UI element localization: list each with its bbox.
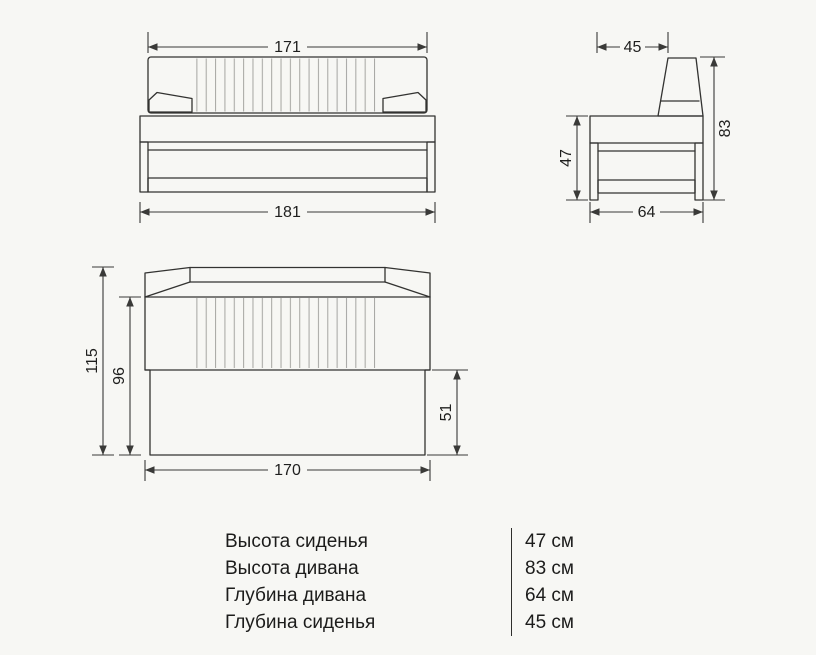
front-backrest xyxy=(147,56,428,114)
dim-seat-height-label: 47 xyxy=(558,149,575,167)
side-seat xyxy=(589,115,704,144)
spec-label-seat-depth: Глубина сиденья xyxy=(225,612,376,633)
dim-total-depth-plan: 115 xyxy=(84,266,114,456)
spec-table-labels: Высота сиденья Высота дивана Глубина див… xyxy=(225,528,511,636)
side-view: 45 47 83 64 xyxy=(558,32,734,223)
dim-backrest-width: 171 xyxy=(147,32,428,56)
front-armrest-right xyxy=(382,91,427,113)
dim-total-depth: 64 xyxy=(589,202,704,223)
dim-inner-depth-label: 96 xyxy=(111,367,128,385)
side-base-rail xyxy=(597,179,696,194)
front-seat xyxy=(139,115,436,143)
spec-value-seat-depth: 45 см xyxy=(525,612,574,633)
front-view: 171 181 xyxy=(139,32,436,223)
dim-seat-width: 170 xyxy=(144,460,431,481)
dim-total-height-label: 83 xyxy=(717,120,734,138)
front-armrest-left xyxy=(148,91,193,113)
dim-seat-depth-top-label: 45 xyxy=(624,39,642,56)
spec-value-sofa-depth: 64 см xyxy=(525,585,574,606)
dim-total-width: 181 xyxy=(139,202,436,223)
spec-value-seat-height: 47 см xyxy=(525,531,574,552)
spec-label-sofa-height: Высота дивана xyxy=(225,558,359,579)
top-seat-tufting xyxy=(196,298,382,368)
technical-drawing: 171 181 xyxy=(84,32,734,481)
dim-seat-width-label: 170 xyxy=(274,462,301,479)
dim-seat-depth-top: 45 xyxy=(596,32,669,56)
dim-front-section-depth: 51 xyxy=(427,369,468,456)
dim-backrest-width-label: 171 xyxy=(274,39,301,56)
dim-total-depth-plan-label: 115 xyxy=(84,348,101,374)
front-leg-left xyxy=(139,141,149,193)
dim-total-height: 83 xyxy=(700,56,734,201)
dim-seat-height: 47 xyxy=(558,115,588,201)
side-leg-back xyxy=(694,142,704,201)
top-view: 115 96 51 170 xyxy=(84,266,468,481)
top-armrest-left xyxy=(144,281,191,298)
dim-total-width-label: 181 xyxy=(274,204,301,221)
dim-front-section-depth-label: 51 xyxy=(438,404,455,422)
spec-label-seat-height: Высота сиденья xyxy=(225,531,368,552)
spec-table: Высота сиденья Высота дивана Глубина див… xyxy=(225,528,574,636)
front-backrest-tufting xyxy=(196,58,382,112)
front-base-rail xyxy=(147,177,428,193)
spec-label-sofa-depth: Глубина дивана xyxy=(225,585,367,606)
top-armrest-right xyxy=(384,281,431,298)
spec-value-sofa-height: 83 см xyxy=(525,558,574,579)
dim-inner-depth: 96 xyxy=(111,296,141,456)
side-leg-front xyxy=(589,142,599,201)
dim-total-depth-label: 64 xyxy=(638,204,656,221)
front-leg-right xyxy=(426,141,436,193)
spec-table-values: 47 см 83 см 64 см 45 см xyxy=(511,528,574,636)
side-backrest xyxy=(657,57,704,117)
